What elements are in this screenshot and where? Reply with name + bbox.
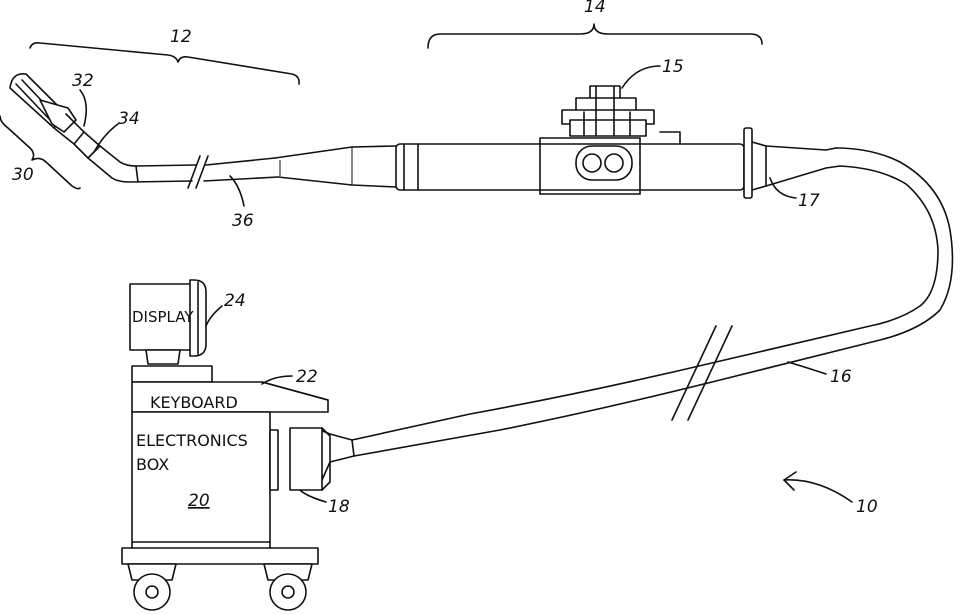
keyboard-label: KEYBOARD (150, 393, 238, 412)
ref-12: 12 (170, 27, 192, 47)
ref-36: 36 (232, 211, 254, 231)
ref-34: 34 (118, 109, 140, 129)
ref-24: 24 (224, 291, 246, 311)
ref-22: 22 (296, 367, 318, 387)
electronics-label-line1: ELECTRONICS (136, 431, 248, 450)
display-label: DISPLAY (132, 308, 194, 326)
handle-body (396, 128, 766, 198)
ref-14: 14 (584, 0, 606, 17)
ref-17: 17 (798, 191, 820, 211)
umbilical-cable (352, 146, 952, 456)
ref-15: 15 (662, 57, 684, 77)
electronics-box: ELECTRONICS BOX (122, 412, 318, 610)
leader-16 (788, 362, 826, 374)
ref-30: 30 (12, 165, 34, 185)
leader-36 (230, 176, 244, 206)
bracket-12 (30, 43, 299, 84)
connector (290, 428, 354, 490)
strain-relief-taper (275, 146, 396, 187)
control-knob (562, 86, 654, 136)
leader-32 (80, 90, 86, 126)
bracket-14 (428, 24, 762, 48)
leader-10 (784, 480, 852, 502)
button-right (605, 154, 623, 172)
ref-20: 20 (188, 491, 210, 511)
insertion-tube (88, 146, 278, 188)
ref-32: 32 (72, 71, 94, 91)
display-monitor: DISPLAY (130, 280, 206, 364)
ref-16: 16 (830, 367, 852, 387)
ref-10: 10 (856, 497, 878, 517)
leader-18 (300, 490, 326, 502)
leader-15 (622, 66, 660, 88)
electronics-label-line2: BOX (136, 455, 169, 474)
ref-18: 18 (328, 497, 350, 517)
leader-24 (206, 306, 222, 326)
button-left (583, 154, 601, 172)
leader-10-arrow (784, 472, 796, 490)
